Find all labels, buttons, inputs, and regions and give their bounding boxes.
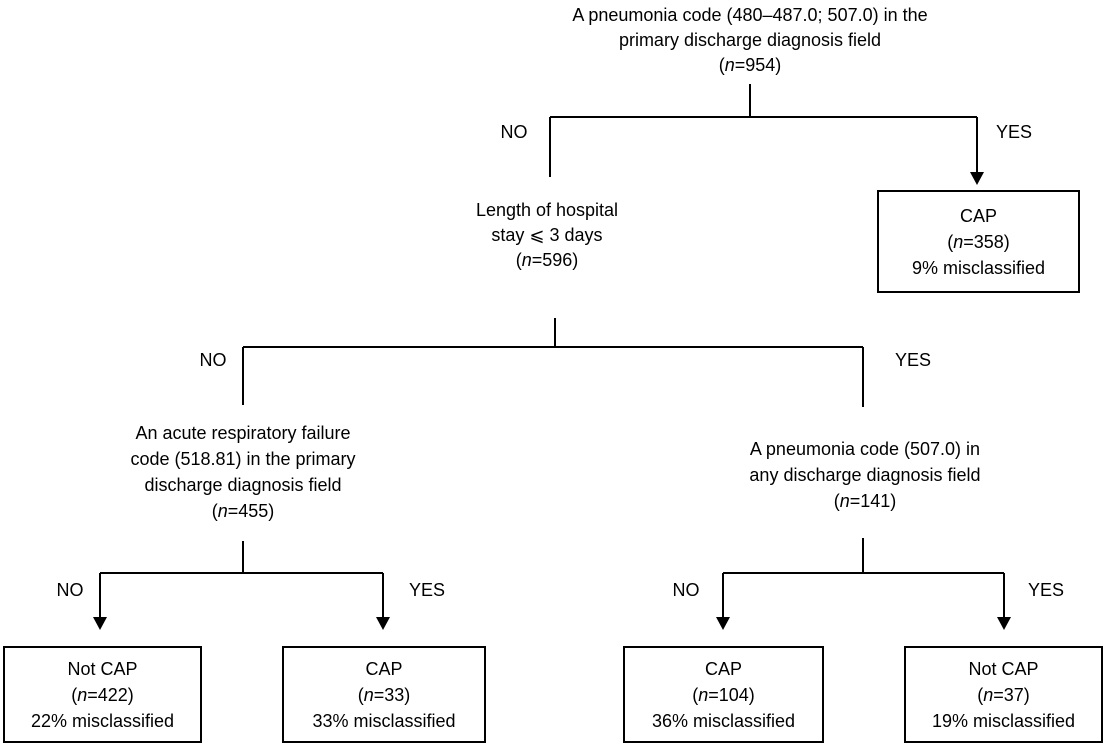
node-length-of-stay-sample-size: (n=596)	[515, 250, 579, 270]
node-root-line1: A pneumonia code (480–487.0; 507.0) in t…	[572, 5, 928, 25]
connector-resp-failure-split	[99, 541, 384, 619]
box-not-cap-far-right: Not CAP (n=37) 19% misclassified	[904, 646, 1103, 743]
node-root: A pneumonia code (480–487.0; 507.0) in t…	[528, 3, 972, 78]
arrowhead-into-cap-left-box	[376, 617, 390, 630]
arrowhead-into-not-cap-far-right-box	[997, 617, 1011, 630]
node-root-sample-size: (n=954)	[718, 55, 782, 75]
edge-label-yes-root: YES	[995, 122, 1033, 142]
edge-label-no-length-of-stay: NO	[199, 350, 227, 370]
edge-label-no-resp-failure: NO	[56, 580, 84, 600]
box-not-cap-far-right-misclassified: 19% misclassified	[931, 710, 1076, 731]
node-pneumonia-any: A pneumonia code (507.0) in any discharg…	[728, 436, 1002, 514]
box-not-cap-far-left: Not CAP (n=422) 22% misclassified	[3, 646, 202, 743]
arrowhead-into-cap-top-box	[970, 172, 984, 185]
box-not-cap-far-right-title: Not CAP	[968, 658, 1039, 679]
edge-label-yes-resp-failure: YES	[408, 580, 446, 600]
node-length-of-stay: Length of hospital stay ⩽ 3 days (n=596)	[452, 198, 642, 273]
arrowhead-into-not-cap-far-left-box	[93, 617, 107, 630]
node-root-line2: primary discharge diagnosis field	[618, 30, 882, 50]
box-cap-right-sample-size: (n=104)	[692, 684, 755, 705]
node-pneumonia-any-line2: any discharge diagnosis field	[749, 465, 981, 485]
edge-label-yes-length-of-stay: YES	[894, 350, 932, 370]
box-not-cap-far-right-sample-size: (n=37)	[977, 684, 1030, 705]
arrowhead-into-cap-right-box	[716, 617, 730, 630]
node-resp-failure-line3: discharge diagnosis field	[144, 475, 342, 495]
node-resp-failure-line2: code (518.81) in the primary	[130, 449, 356, 469]
connector-root-split	[549, 84, 978, 177]
node-pneumonia-any-sample-size: (n=141)	[833, 491, 897, 511]
box-cap-top-title: CAP	[959, 205, 997, 226]
edge-label-yes-pneumonia-any: YES	[1027, 580, 1065, 600]
box-cap-left-misclassified: 33% misclassified	[312, 710, 456, 731]
box-not-cap-far-left-title: Not CAP	[67, 658, 138, 679]
node-length-of-stay-line1: Length of hospital	[475, 200, 619, 220]
box-cap-left-sample-size: (n=33)	[357, 684, 411, 705]
edge-label-no-pneumonia-any: NO	[672, 580, 700, 600]
box-cap-right: CAP (n=104) 36% misclassified	[623, 646, 824, 743]
box-cap-right-misclassified: 36% misclassified	[651, 710, 796, 731]
box-not-cap-far-left-sample-size: (n=422)	[71, 684, 134, 705]
box-cap-top-misclassified: 9% misclassified	[911, 257, 1046, 278]
box-not-cap-far-left-misclassified: 22% misclassified	[30, 710, 175, 731]
node-pneumonia-any-line1: A pneumonia code (507.0) in	[749, 439, 981, 459]
node-resp-failure-line1: An acute respiratory failure	[135, 423, 351, 443]
box-cap-left-title: CAP	[365, 658, 403, 679]
box-cap-right-title: CAP	[704, 658, 742, 679]
node-resp-failure: An acute respiratory failure code (518.8…	[107, 420, 379, 524]
node-length-of-stay-line2: stay ⩽ 3 days	[491, 225, 603, 245]
box-cap-top-sample-size: (n=358)	[947, 231, 1010, 252]
edge-label-no-root: NO	[500, 122, 528, 142]
box-cap-top: CAP (n=358) 9% misclassified	[877, 190, 1080, 293]
box-cap-left: CAP (n=33) 33% misclassified	[282, 646, 486, 743]
connector-length-of-stay-split	[242, 318, 864, 407]
node-resp-failure-sample-size: (n=455)	[211, 501, 275, 521]
connector-pneumonia-any-split	[722, 538, 1005, 619]
